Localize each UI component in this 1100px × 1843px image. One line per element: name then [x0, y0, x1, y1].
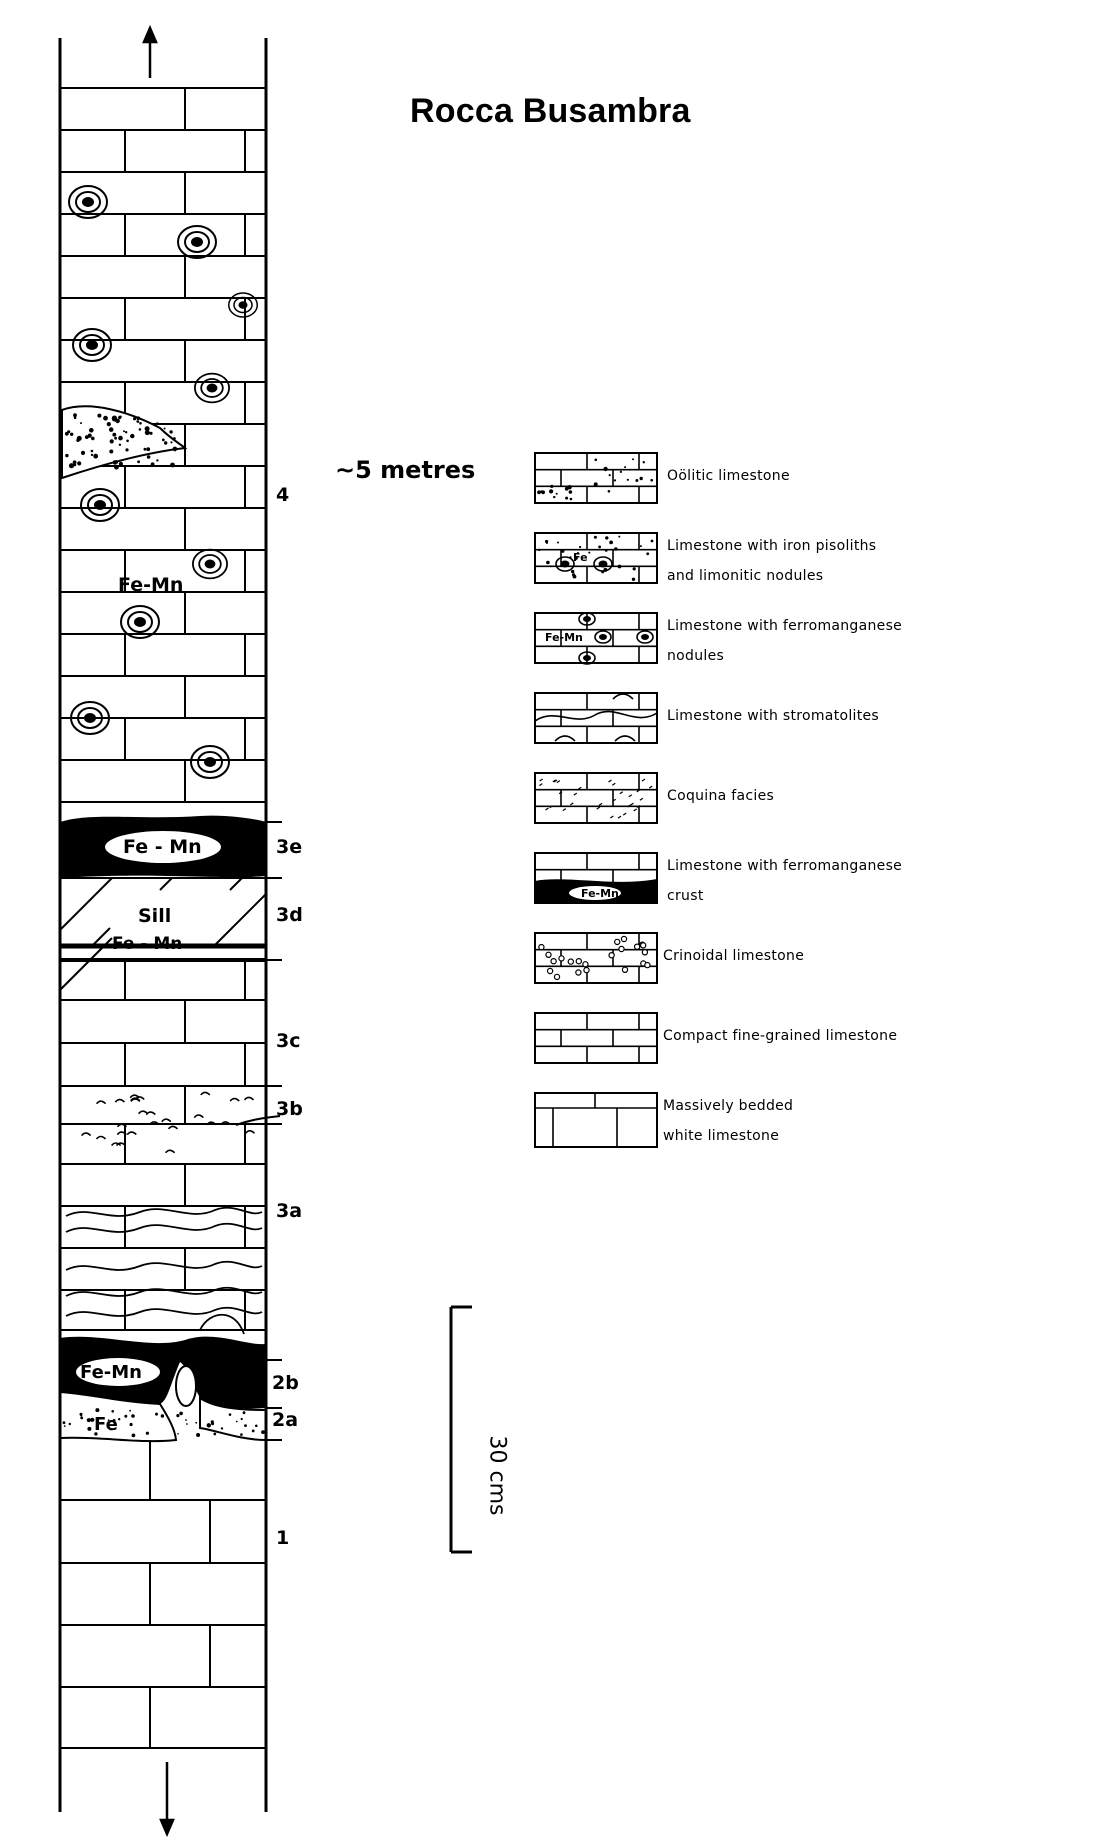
legend-label-coquina: Coquina facies — [667, 781, 774, 811]
scale-bar-label: 30 cms — [484, 1435, 510, 1516]
legend-label-compact: Compact fine-grained limestone — [663, 1021, 897, 1051]
unit-label-3d: 3d — [276, 904, 303, 926]
label-fe-mn-3d: Fe - Mn — [112, 934, 183, 954]
unit-label-3b: 3b — [276, 1098, 303, 1120]
unit-label-2a: 2a — [272, 1409, 299, 1431]
thickness-note: ~5 metres — [335, 456, 476, 484]
unit-label-3e: 3e — [276, 836, 303, 858]
unit-label-1: 1 — [276, 1527, 290, 1549]
legend-swatch-tag: Fe — [573, 551, 588, 564]
label-fe-2a: Fe — [94, 1414, 118, 1435]
stromatolite-texture — [65, 1206, 263, 1335]
legend-swatch-compact — [534, 1012, 658, 1064]
legend-label-stromatolite: Limestone with stromatolites — [667, 701, 879, 731]
iron-pisolith-2a — [59, 1390, 267, 1443]
unit-label-3c: 3c — [276, 1030, 301, 1052]
legend-swatch-tag: Fe-Mn — [581, 887, 619, 900]
limestone-bedding — [60, 87, 266, 1749]
legend-label-line1: Limestone with ferromanganese — [667, 858, 903, 874]
legend-label-line2: white limestone — [663, 1128, 780, 1144]
legend-swatch-massive — [534, 1092, 658, 1148]
legend-label-femn_nodules: Limestone with ferromanganese nodules — [667, 611, 902, 671]
legend-label-femn_crust: Limestone with ferromanganese crust — [667, 851, 902, 911]
legend-label-line1: Massively bedded — [663, 1098, 794, 1114]
unit-boundary-ticks — [235, 821, 282, 1441]
ferromanganese-nodules — [68, 185, 258, 779]
legend-swatch-stromatolite — [534, 692, 658, 744]
ferromanganese-crust-2b — [60, 1336, 266, 1409]
legend-swatch-femn_crust: Fe-Mn — [534, 852, 658, 904]
ferromanganese-crust-3e — [60, 815, 266, 878]
scale-bar — [449, 1305, 472, 1554]
legend-swatch-oolitic — [534, 452, 658, 504]
label-sill: Sill — [138, 905, 172, 927]
legend-swatch-femn_nodules: Fe-Mn — [534, 612, 658, 665]
legend-swatch-tag: Fe-Mn — [545, 631, 583, 644]
sill-3d — [59, 877, 267, 991]
label-fe-mn-2b: Fe-Mn — [80, 1362, 142, 1383]
legend-swatch-crinoidal — [534, 932, 658, 984]
column-walls — [58, 38, 268, 1812]
legend-label-oolitic: Oölitic limestone — [667, 461, 790, 491]
unit-label-3a: 3a — [276, 1200, 303, 1222]
legend-swatch-pisolith: Fe — [534, 532, 658, 584]
legend-label-line1: Crinoidal limestone — [663, 948, 805, 964]
label-fe-mn-3e: Fe - Mn — [123, 836, 202, 858]
top-arrow — [142, 24, 158, 78]
legend-label-line1: Limestone with stromatolites — [667, 708, 880, 724]
oolitic-lens — [61, 405, 188, 480]
legend-label-line1: Limestone with ferromanganese — [667, 618, 903, 634]
legend-swatch-coquina — [534, 772, 658, 824]
legend-label-line2: crust — [667, 888, 704, 904]
unit-label-4: 4 — [276, 484, 290, 506]
legend-label-line1: Oölitic limestone — [667, 468, 790, 484]
label-fe-mn-unit4: Fe-Mn — [118, 574, 184, 596]
legend-label-line1: Limestone with iron pisoliths — [667, 538, 877, 554]
legend-label-line2: nodules — [667, 648, 725, 664]
legend-label-line1: Coquina facies — [667, 788, 775, 804]
legend-label-line2: and limonitic nodules — [667, 568, 824, 584]
figure-title: Rocca Busambra — [410, 92, 691, 130]
legend-label-crinoidal: Crinoidal limestone — [663, 941, 804, 971]
coquina-texture — [80, 1091, 256, 1154]
legend-label-line1: Compact fine-grained limestone — [663, 1028, 898, 1044]
bottom-arrow — [159, 1762, 175, 1838]
legend-label-massive: Massively bedded white limestone — [663, 1091, 793, 1151]
unit-label-2b: 2b — [272, 1372, 299, 1394]
legend-label-pisolith: Limestone with iron pisoliths and limonit… — [667, 531, 876, 591]
